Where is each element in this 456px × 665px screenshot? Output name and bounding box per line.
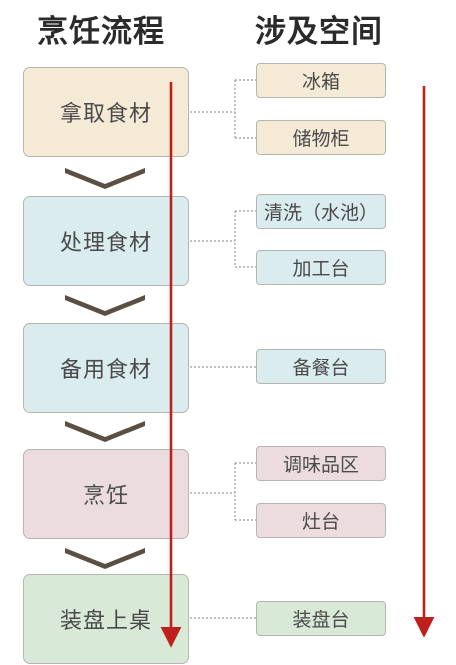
space-plating-counter: 装盘台 [256, 601, 386, 636]
space-seasoning-area: 调味品区 [256, 446, 386, 481]
space-prep-counter: 加工台 [256, 250, 386, 285]
chevron-down-icon [65, 421, 145, 442]
connector-step1 [190, 79, 256, 139]
space-storage-cabinet: 储物柜 [256, 120, 386, 155]
step-cook: 烹饪 [23, 449, 189, 539]
connector-step4 [190, 462, 256, 521]
space-fridge: 冰箱 [256, 63, 386, 98]
chevron-down-icon [65, 295, 145, 316]
space-stove: 灶台 [256, 503, 386, 538]
connector-step2 [190, 210, 256, 268]
space-serving-counter: 备餐台 [256, 349, 386, 384]
chevron-down-icon [65, 168, 145, 189]
chevron-down-icon [65, 548, 145, 569]
space-washing-sink: 清洗（水池） [256, 194, 386, 229]
step-prepare-ingredients: 备用食材 [23, 323, 189, 413]
step-process-ingredients: 处理食材 [23, 196, 189, 286]
step-take-ingredients: 拿取食材 [23, 67, 189, 157]
step-plate-serve: 装盘上桌 [23, 574, 189, 664]
process-header: 烹饪流程 [37, 14, 165, 50]
spaces-header: 涉及空间 [255, 14, 383, 50]
